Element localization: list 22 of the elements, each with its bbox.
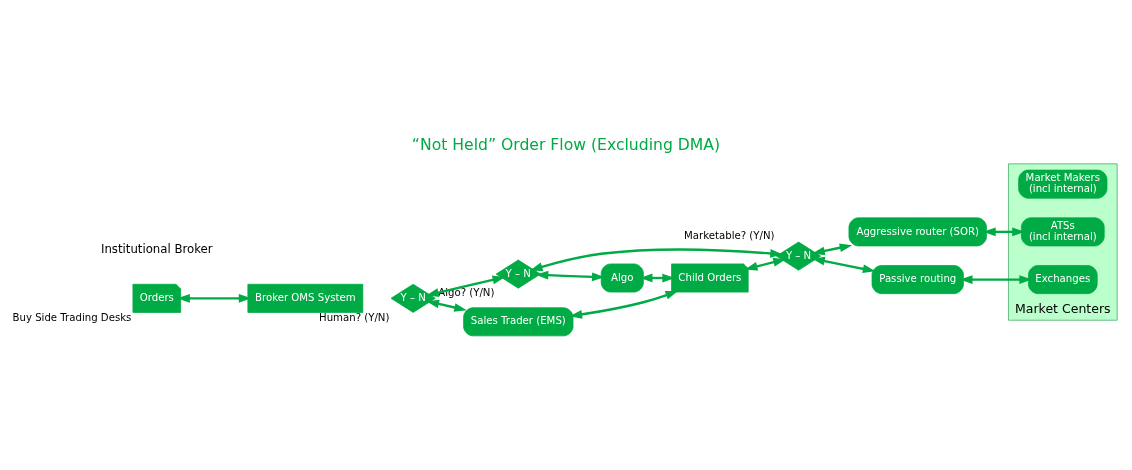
diagram-title: “Not Held” Order Flow (Excluding DMA) — [411, 134, 721, 154]
node-box: Sales Trader (EMS) — [463, 307, 574, 337]
node-label: Human? (Y/N) — [319, 311, 390, 323]
label: Institutional Broker — [100, 242, 213, 257]
node-box: Market Makers (incl internal) — [1018, 169, 1108, 199]
node-label: Buy Side Trading Desks — [12, 311, 132, 323]
node-box: ATSs (incl internal) — [1020, 217, 1105, 247]
arrow — [426, 275, 506, 297]
node-box: Algo — [600, 263, 644, 293]
node-diamond: Y – N — [776, 241, 822, 271]
arrow — [569, 290, 679, 319]
arrow — [983, 227, 1025, 237]
node-box: Broker OMS System — [247, 283, 364, 313]
node-label: Marketable? (Y/N) — [684, 230, 775, 242]
node-box: Aggressive router (SOR) — [848, 217, 987, 247]
arrow — [535, 270, 605, 282]
arrow — [426, 299, 467, 312]
node-box: Exchanges — [1028, 265, 1098, 295]
node-diamond: Y – N — [495, 259, 541, 289]
arrow — [812, 256, 876, 274]
node-box: Passive routing — [871, 265, 964, 295]
node-diamond: Y – N — [390, 283, 436, 313]
